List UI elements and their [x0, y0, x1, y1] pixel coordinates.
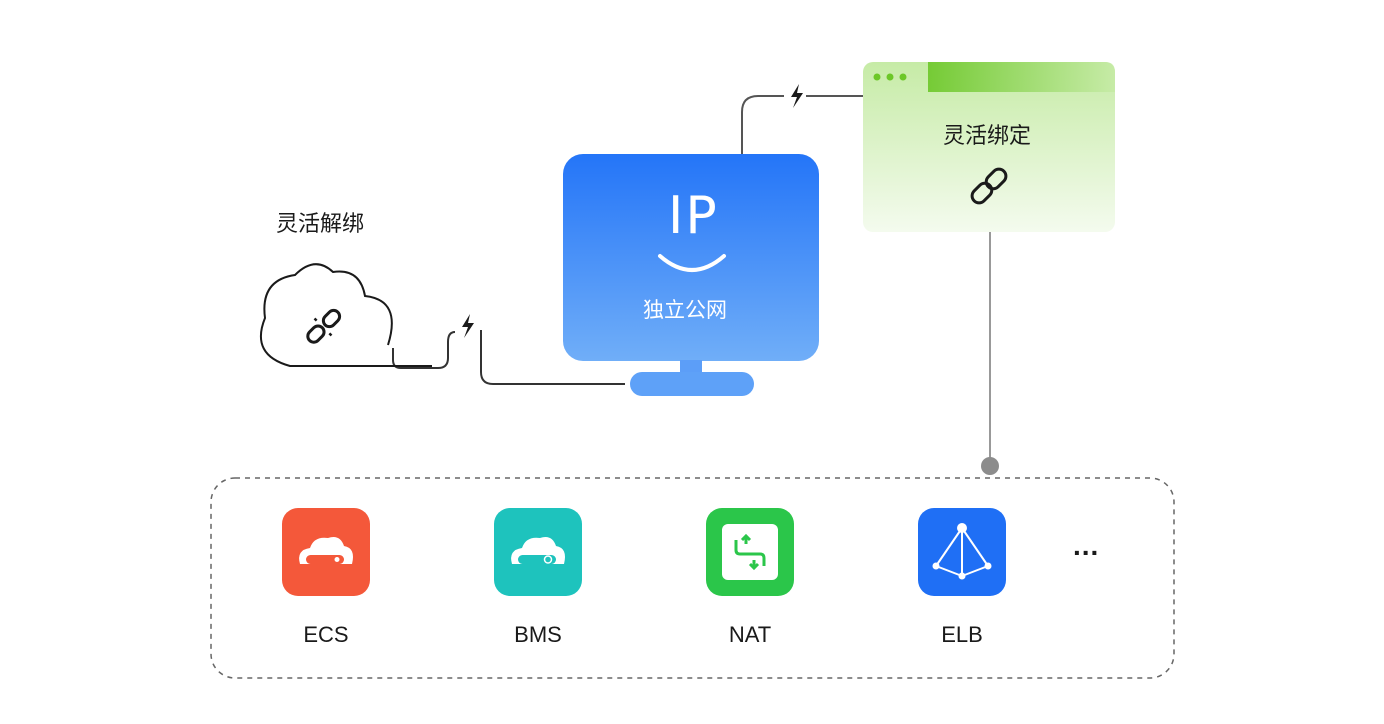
elb-label: ELB: [941, 622, 983, 647]
ip-monitor-screen: [563, 154, 819, 361]
nat-tile[interactable]: [706, 508, 794, 596]
connection-dot: [981, 457, 999, 475]
unlink-icon: [306, 308, 342, 344]
bind-label: 灵活绑定: [943, 124, 1032, 149]
cloud-disk-icon: [511, 537, 565, 564]
ip-monitor-neck: [680, 360, 702, 374]
bind-bolt-icon: [791, 84, 803, 108]
load-balancer-icon: [932, 523, 992, 580]
ecs-label: ECS: [303, 622, 349, 647]
bms-label: BMS: [514, 622, 562, 647]
window-dot-icon: [873, 73, 881, 81]
more-indicator: ...: [1073, 530, 1100, 561]
window-dot-icon: [899, 73, 907, 81]
ip-monitor-label: 独立公网: [643, 298, 727, 322]
ip-smile-icon: [658, 254, 726, 272]
unbind-label: 灵活解绑: [276, 212, 365, 237]
ip-icon-text: IP: [668, 186, 719, 246]
nat-label: NAT: [728, 622, 772, 647]
unbind-connector-line-right: [480, 330, 625, 385]
link-icon: [970, 167, 1008, 205]
window-dot-icon: [886, 73, 894, 81]
bms-tile[interactable]: [494, 508, 582, 596]
nat-icon: [722, 524, 778, 580]
bind-connector-line: [741, 95, 784, 155]
ecs-tile[interactable]: [282, 508, 370, 596]
ip-monitor-base: [630, 372, 754, 396]
unbind-connector-line: [392, 331, 456, 369]
cloud-server-icon: [299, 537, 353, 564]
elb-tile[interactable]: [918, 508, 1006, 596]
services-group: [210, 477, 1175, 679]
cloud-shape: [260, 263, 432, 367]
bind-card-tab: [928, 62, 1115, 92]
unbind-bolt-icon: [462, 314, 474, 338]
bind-card: [863, 62, 1115, 232]
